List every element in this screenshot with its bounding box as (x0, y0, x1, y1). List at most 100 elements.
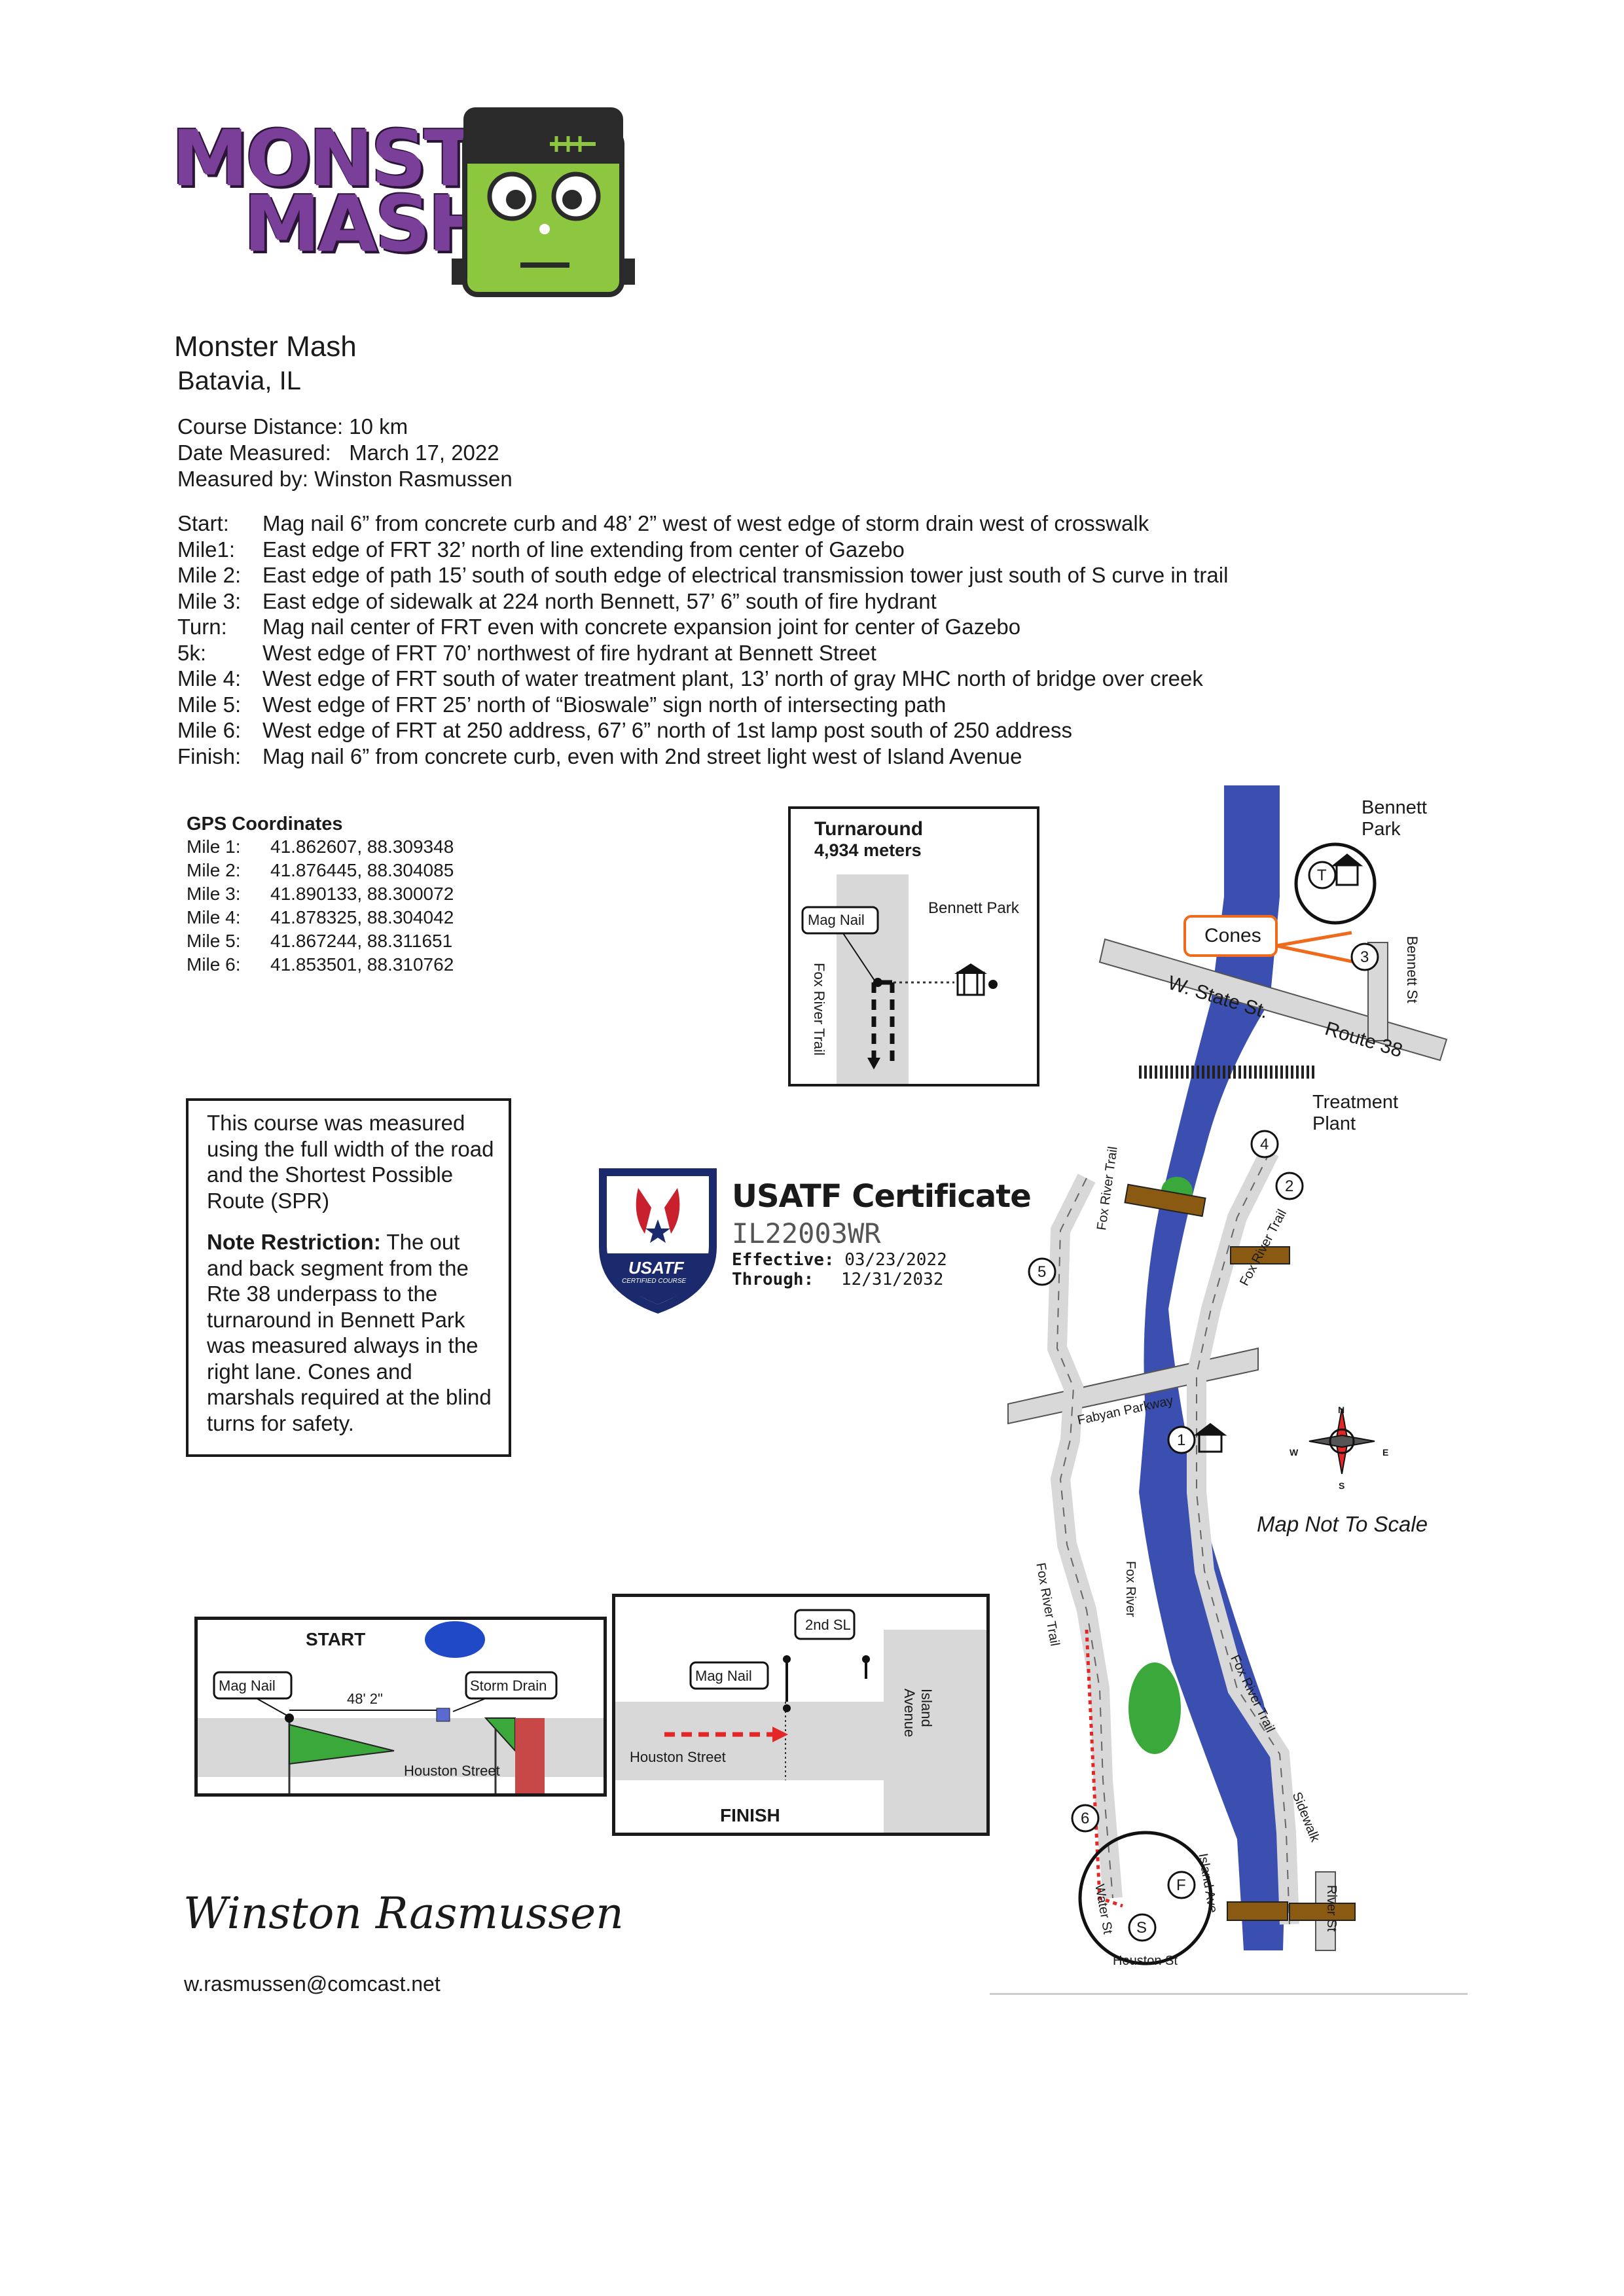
map-river-st: River St (1324, 1885, 1339, 1932)
start-finish-circle (1078, 1831, 1213, 1965)
gps-row: Mile 2:41.876445, 88.304085 (187, 860, 454, 880)
course-map (1007, 785, 1448, 1965)
marker-label: F (1176, 1876, 1186, 1894)
finish-street: Houston Street (630, 1749, 726, 1765)
checkpoint-row: Finish:Mag nail 6” from concrete curb, e… (177, 744, 1022, 768)
monster-face-icon (452, 107, 635, 297)
turnaround-diagram (801, 874, 998, 1084)
certificate-through: Through: 12/31/2032 (732, 1270, 944, 1289)
turnaround-park: Bennett Park (928, 899, 1019, 917)
finish-diagram (615, 1609, 986, 1833)
compass-n: N (1338, 1405, 1345, 1415)
checkpoint-row: Mile1:East edge of FRT 32’ north of line… (177, 537, 905, 562)
checkpoint-list: Start:Mag nail 6” from concrete curb and… (177, 511, 1228, 769)
gps-title: GPS Coordinates (187, 814, 343, 834)
fox-river (1139, 785, 1286, 1950)
date-measured: Date Measured: March 17, 2022 (177, 440, 499, 465)
island (1128, 1662, 1181, 1754)
start-storm-drain: Storm Drain (470, 1677, 547, 1694)
turnaround-trail: Fox River Trail (811, 963, 827, 1056)
checkpoint-row: Mile 2:East edge of path 15’ south of so… (177, 563, 1229, 587)
turnaround-inset: Turnaround 4,934 meters Mag Nail Bennett… (788, 806, 1039, 1086)
map-treatment-plant: Treatment Plant (1312, 1092, 1399, 1134)
finish-mag-nail: Mag Nail (695, 1668, 752, 1684)
measured-by: Measured by: Winston Rasmussen (177, 467, 513, 491)
start-distance: 48' 2" (347, 1691, 383, 1707)
finish-sl: 2nd SL (805, 1617, 851, 1633)
certificate-title: USATF Certificate (732, 1178, 1032, 1215)
gps-coordinates: GPS Coordinates Mile 1:41.862607, 88.309… (187, 814, 454, 977)
gps-row: Mile 4:41.878325, 88.304042 (187, 907, 454, 927)
signature: Winston Rasmussen (183, 1888, 624, 1939)
start-mag-nail: Mag Nail (219, 1677, 276, 1694)
finish-title: FINISH (720, 1805, 780, 1825)
gps-row: Mile 1:41.862607, 88.309348 (187, 836, 454, 857)
map-fox-river-label: Fox River (1123, 1561, 1138, 1617)
compass-w: W (1290, 1447, 1299, 1458)
cones-callout (1183, 915, 1278, 957)
checkpoint-row: Mile 4:West edge of FRT south of water t… (177, 666, 1203, 691)
checkpoint-row: 5k:West edge of FRT 70’ northwest of fir… (177, 640, 876, 665)
finish-inset: 2nd SL Mag Nail Houston Street Island Av… (612, 1594, 990, 1836)
fox-river-trail-west (1047, 1174, 1123, 1899)
checkpoint-row: Mile 6:West edge of FRT at 250 address, … (177, 718, 1073, 742)
start-inset: START Mag Nail 48' 2" Storm Drain Housto… (194, 1617, 607, 1797)
certificate-id: IL22003WR (732, 1217, 881, 1249)
bridge (1289, 1903, 1356, 1921)
course-meta: Course Distance: 10 km Date Measured: Ma… (177, 414, 513, 492)
map-bennett-park: Bennett Park (1362, 797, 1427, 840)
map-bennett-st: Bennett St (1404, 936, 1420, 1003)
marker-label: 2 (1285, 1177, 1294, 1195)
measurement-note: This course was measured using the full … (186, 1098, 511, 1457)
start-street: Houston Street (404, 1763, 500, 1779)
marker-label: 1 (1177, 1431, 1186, 1449)
usatf-shield-icon (599, 1168, 717, 1314)
start-title: START (306, 1629, 366, 1649)
usatf-badge-sub: CERTIFIED COURSE (622, 1278, 687, 1285)
compass-e: E (1382, 1447, 1389, 1458)
event-name: Monster Mash (174, 331, 357, 363)
turnaround-title: Turnaround (814, 818, 924, 840)
marker-label: T (1317, 867, 1327, 884)
note-restriction-text: The out and back segment from the Rte 38… (207, 1230, 492, 1435)
note-intro: This course was measured using the full … (207, 1111, 494, 1213)
logo: MONSTER MASH (171, 120, 583, 269)
checkpoint-row: Turn:Mag nail center of FRT even with co… (177, 615, 1021, 639)
marker-label: 3 (1360, 948, 1369, 966)
checkpoint-row: Mile 5:West edge of FRT 25’ north of “Bi… (177, 692, 947, 717)
bridge (1230, 1246, 1290, 1265)
contact-email: w.rasmussen@comcast.net (184, 1972, 441, 1996)
mile-marker (1028, 861, 1379, 1942)
marker-label: S (1136, 1919, 1147, 1937)
logo-line-2: MASH (244, 179, 493, 269)
note-restriction: Note Restriction: The out and back segme… (207, 1229, 494, 1436)
finish-avenue: Island Avenue (901, 1689, 935, 1738)
start-diagram (198, 1621, 604, 1793)
map-not-to-scale: Map Not To Scale (1257, 1512, 1428, 1536)
compass-icon (1308, 1408, 1375, 1475)
map-baseline (990, 1993, 1468, 1995)
gps-row: Mile 6:41.853501, 88.310762 (187, 954, 454, 975)
turnaround-distance: 4,934 meters (814, 840, 922, 860)
map-cones: Cones (1204, 925, 1261, 946)
compass-s: S (1339, 1480, 1345, 1491)
usatf-badge: USATF (628, 1258, 684, 1278)
marker-label: 4 (1260, 1136, 1269, 1153)
marker-label: 6 (1081, 1810, 1090, 1827)
turnaround-mag-nail: Mag Nail (808, 912, 865, 928)
gps-row: Mile 3:41.890133, 88.300072 (187, 884, 454, 904)
event-location: Batavia, IL (177, 367, 302, 395)
gazebo-icon (954, 963, 998, 996)
marker-label: 5 (1038, 1263, 1047, 1281)
route-38-road (1098, 938, 1448, 1062)
checkpoint-row: Mile 3:East edge of sidewalk at 224 nort… (177, 588, 937, 613)
checkpoint-row: Start:Mag nail 6” from concrete curb and… (177, 511, 1149, 535)
gps-row: Mile 5:41.867244, 88.311651 (187, 931, 453, 951)
turnaround-circle (1294, 842, 1377, 925)
map-houston-st: Houston St (1113, 1954, 1178, 1968)
note-restriction-label: Note Restriction: (207, 1230, 381, 1254)
bridge (1227, 1901, 1288, 1921)
bridge (1124, 1183, 1206, 1217)
course-distance: Course Distance: 10 km (177, 414, 408, 439)
gazebo-icon (1193, 853, 1363, 1453)
